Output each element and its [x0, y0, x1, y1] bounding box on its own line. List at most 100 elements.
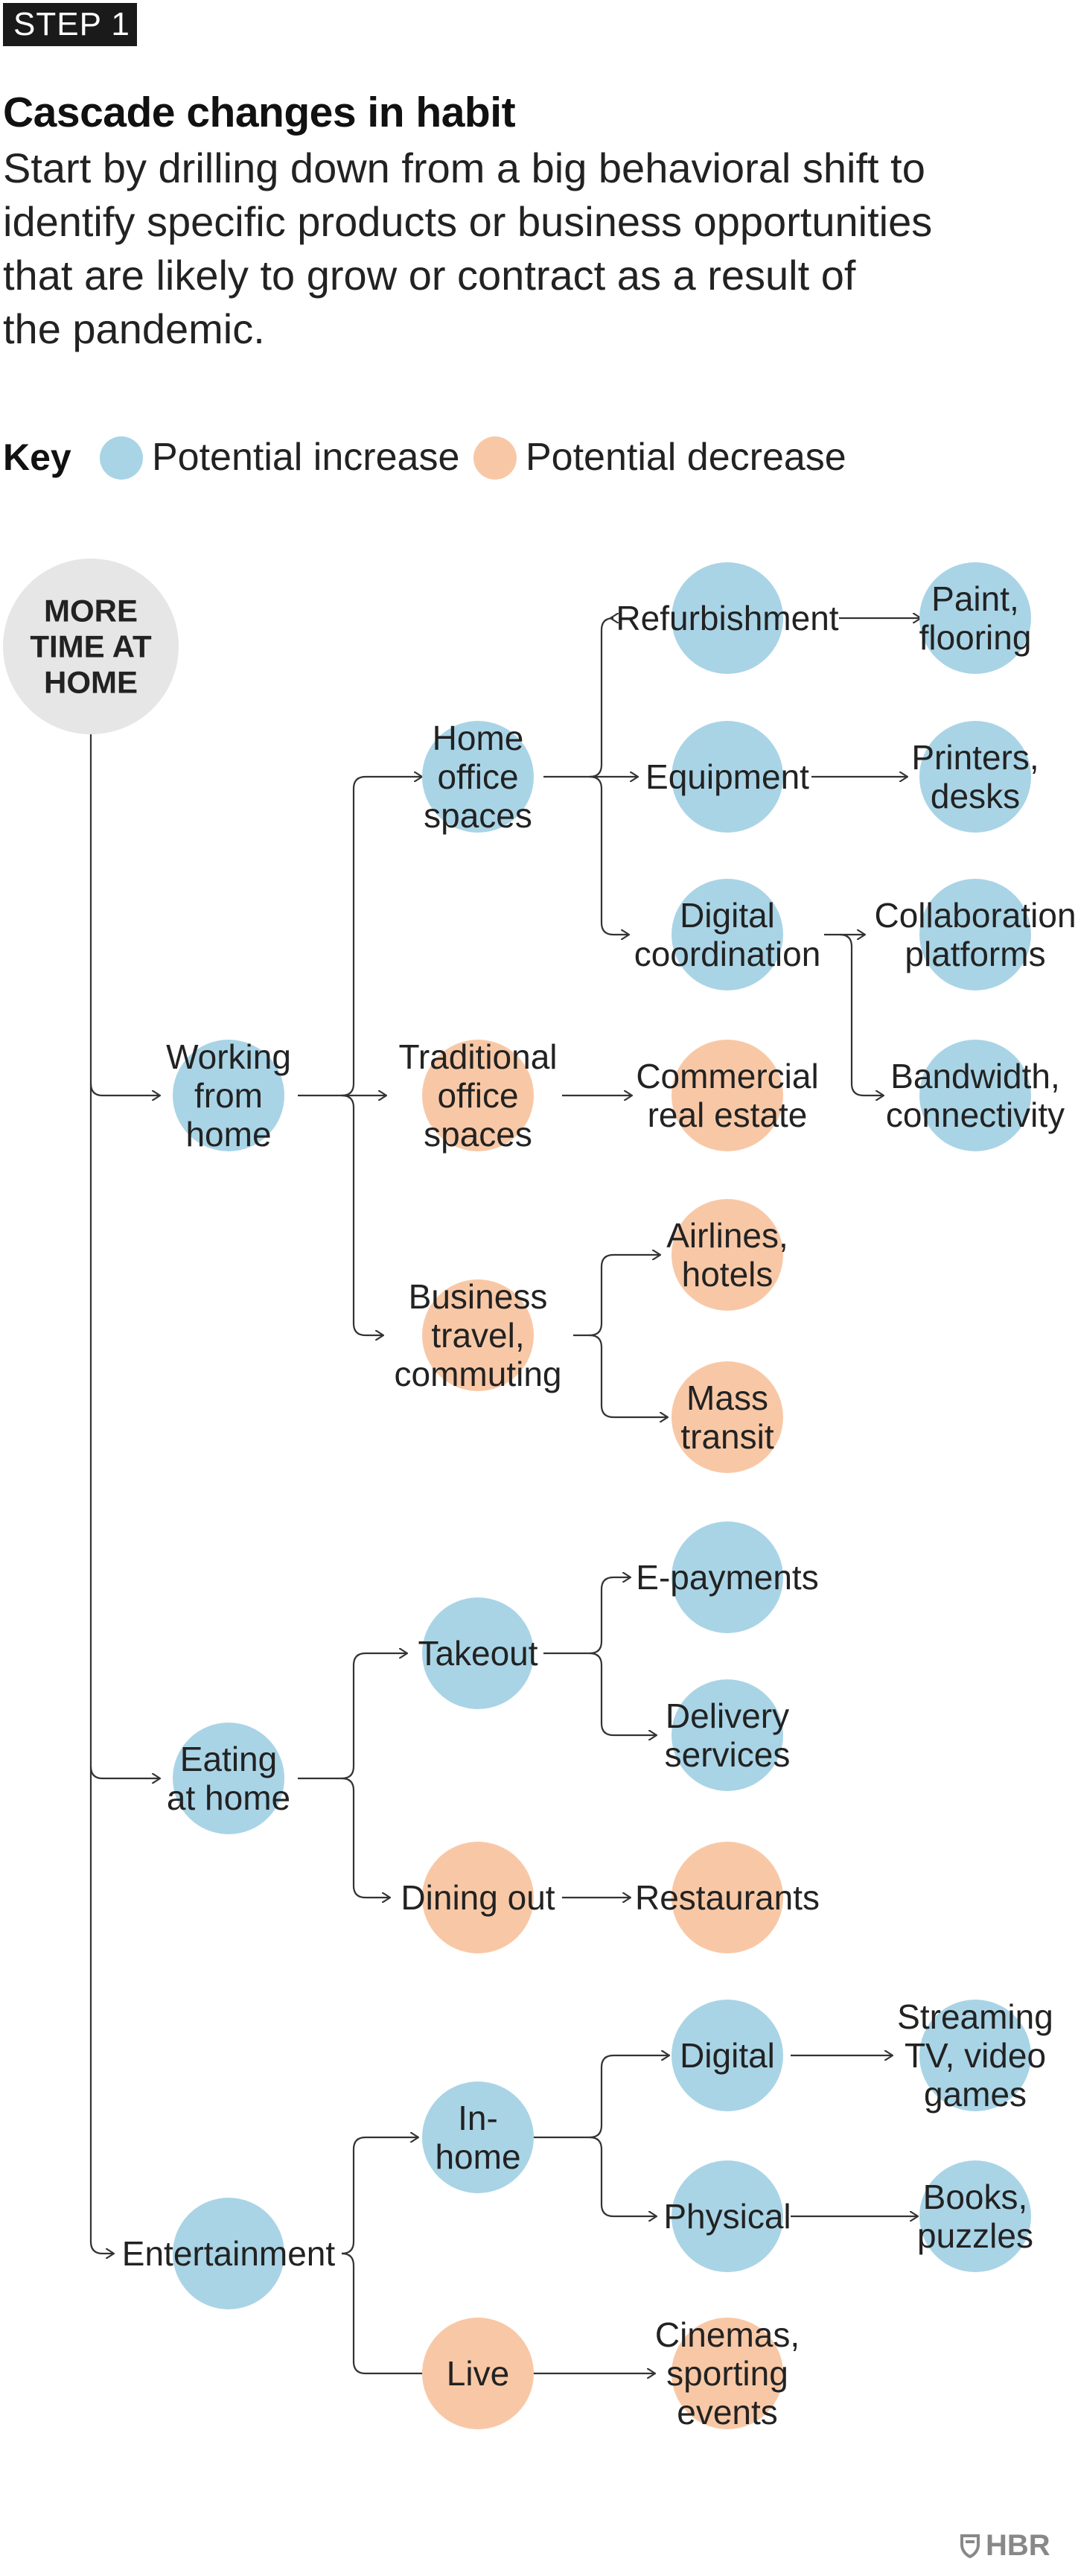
root-circle	[3, 559, 179, 734]
node-label: platforms	[905, 935, 1045, 973]
node-label: HOME	[44, 665, 138, 700]
node-prn: Printers,desks	[911, 721, 1039, 833]
node-label: transit	[680, 1417, 773, 1456]
node-label: Traditional	[398, 1037, 557, 1076]
node-label: Eating	[180, 1740, 277, 1778]
increase-circle	[672, 2000, 783, 2111]
description-line: Start by drilling down from a big behavi…	[3, 144, 925, 191]
node-phy: Physical	[663, 2160, 791, 2272]
node-label: TV, video	[905, 2036, 1046, 2075]
node-label: Takeout	[418, 1634, 538, 1673]
node-bks: Books,puzzles	[917, 2160, 1033, 2272]
trunk-line	[589, 2067, 603, 2139]
node-label: Paint,	[931, 579, 1019, 618]
node-label: Printers,	[911, 738, 1039, 777]
description-line: identify specific products or business o…	[3, 198, 933, 245]
branch-curve	[600, 1576, 614, 1590]
increase-circle	[672, 1521, 783, 1633]
branch-curve	[89, 1766, 103, 1780]
branch-curve	[600, 2054, 614, 2068]
node-label: Entertainment	[122, 2234, 336, 2273]
trunk-line	[341, 2252, 355, 2362]
increase-circle	[672, 562, 783, 674]
trunk-line	[589, 775, 603, 923]
node-label: Bandwidth,	[890, 1057, 1060, 1095]
node-epa: E-payments	[636, 1521, 819, 1633]
node-label: home	[185, 1115, 271, 1154]
node-label: MORE	[44, 594, 138, 629]
node-label: office	[437, 757, 518, 796]
increase-circle	[672, 1679, 783, 1791]
node-res: Restaurants	[635, 1842, 820, 1953]
decrease-circle	[422, 1279, 534, 1391]
decrease-circle	[422, 1040, 534, 1151]
branch-curve	[600, 922, 614, 936]
trunk-line	[589, 1589, 603, 1655]
node-label: Working	[166, 1037, 291, 1076]
trunk-line	[589, 1652, 603, 1723]
node-din: Dining out	[401, 1842, 555, 1953]
branch-curve	[352, 775, 366, 789]
node-label: real estate	[648, 1095, 808, 1134]
node-label: sporting	[666, 2354, 788, 2393]
trunk-line	[341, 1777, 355, 1886]
brand-name: HBR	[986, 2529, 1050, 2562]
node-label: Cinemas,	[655, 2315, 800, 2354]
node-label: puzzles	[917, 2216, 1033, 2255]
increase-circle	[919, 2160, 1031, 2272]
node-label: Commercial	[636, 1057, 818, 1095]
node-label: Refurbishment	[616, 599, 838, 637]
branch-curve	[600, 1723, 614, 1737]
step-badge: STEP 1	[3, 3, 137, 46]
decrease-circle	[672, 1361, 783, 1473]
trunk-line	[589, 2136, 603, 2204]
decrease-circle	[672, 1040, 783, 1151]
trunk-line	[341, 789, 355, 1097]
node-label: Books,	[923, 2178, 1028, 2216]
increase-circle	[173, 2198, 284, 2309]
branch-curve	[89, 2241, 103, 2255]
legend-title: Key	[3, 436, 71, 478]
node-ref: Refurbishment	[616, 562, 839, 674]
shield-icon	[960, 2534, 980, 2558]
node-label: Digital	[680, 2036, 775, 2075]
node-tak: Takeout	[418, 1597, 538, 1709]
connector-layer	[89, 618, 920, 2373]
increase-circle	[422, 1597, 534, 1709]
node-label: Physical	[663, 2197, 791, 2236]
decrease-circle	[422, 1842, 534, 1953]
node-bnd: Bandwidth,connectivity	[886, 1040, 1065, 1151]
node-label: Airlines,	[666, 1216, 788, 1255]
branch-curve	[352, 1885, 366, 1899]
node-label: desks	[931, 777, 1020, 815]
node-pnt: Paint,flooring	[919, 562, 1031, 674]
node-label: Dining out	[401, 1878, 555, 1917]
node-ent: Entertainment	[122, 2198, 336, 2309]
decrease-swatch	[473, 436, 517, 480]
increase-circle	[672, 2160, 783, 2272]
branch-curve	[600, 1405, 614, 1419]
branch-curve	[352, 1652, 366, 1666]
node-dgt: Digital	[672, 2000, 783, 2111]
branch-curve	[850, 1083, 864, 1097]
increase-circle	[919, 562, 1031, 674]
increase-circle	[173, 1723, 284, 1834]
increase-circle	[672, 879, 783, 990]
legend-label-decrease: Potential decrease	[526, 436, 846, 479]
description-line: the pandemic.	[3, 305, 265, 352]
increase-circle	[919, 879, 1031, 990]
increase-circle	[919, 2000, 1031, 2111]
increase-circle	[919, 1040, 1031, 1151]
trunk-line	[589, 1267, 603, 1337]
brand-logo: HBR	[960, 2529, 1050, 2563]
branch-curve	[89, 1083, 103, 1097]
increase-swatch	[100, 436, 143, 480]
